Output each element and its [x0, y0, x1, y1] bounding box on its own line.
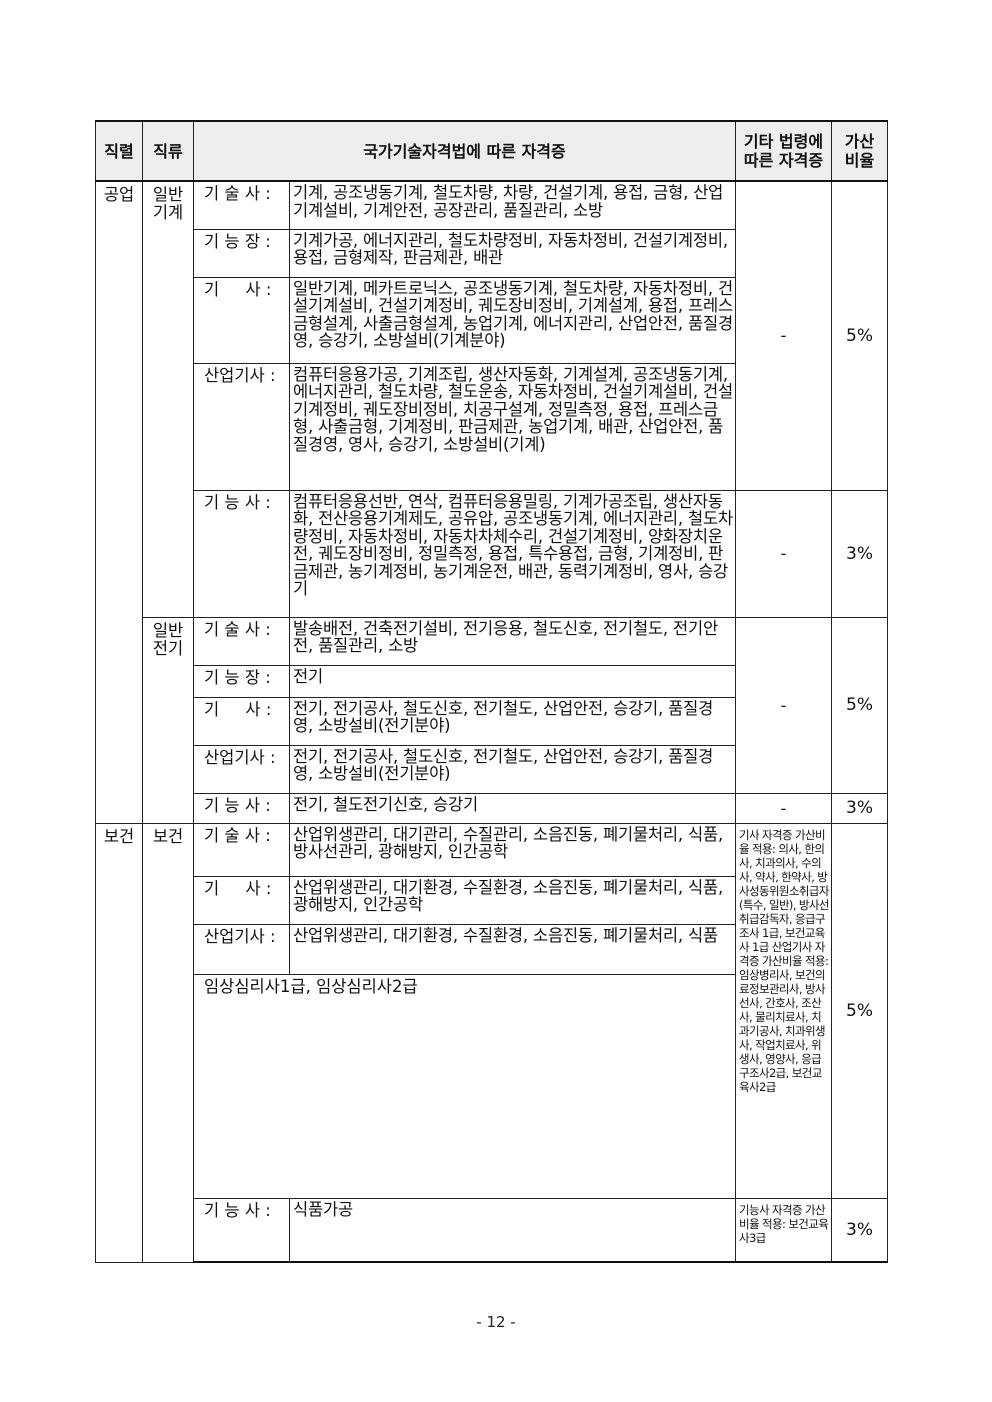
grade-label: 산업기사 : — [193, 362, 290, 491]
grade-label: 기 술 사 : — [193, 822, 290, 877]
cert-list: 산업위생관리, 대기환경, 수질환경, 소음진동, 폐기물처리, 식품 — [288, 923, 737, 975]
other-cert-cell: - — [735, 489, 833, 618]
position-industry: 공업 — [95, 180, 143, 824]
grade-label: 산업기사 : — [193, 923, 290, 975]
rate-cell: 3% — [831, 792, 889, 824]
table-row: 공업 일반 기계 기 술 사 : 기계, 공조냉동기계, 철도차량, 차량, 건… — [95, 180, 889, 824]
grade-label: 기 술 사 : — [193, 616, 290, 666]
table-row: 기 능 사 : 식품가공 기능사 자격증 가산비율 적용: 보건교육사3급 3% — [96, 1197, 889, 1263]
cert-list: 기계, 공조냉동기계, 철도차량, 차량, 건설기계, 용접, 금형, 산업기계… — [288, 180, 737, 230]
grade-label: 기 능 사 : — [193, 489, 290, 618]
other-cert-cell: - — [735, 616, 833, 794]
header-rate-line1: 가산 — [844, 132, 875, 151]
page-number: - 12 - — [476, 1313, 516, 1331]
header-national-cert: 국가기술자격법에 따른 자격증 — [192, 120, 737, 182]
header-position: 직렬 — [95, 120, 143, 182]
table-row: 기 능 장 : 기계가공, 에너지관리, 철도차량정비, 자동차정비, 건설기계… — [96, 228, 888, 278]
header-other-line1: 기타 법령에 — [743, 132, 824, 151]
table-row: 기 능 장 : 전기 — [96, 664, 888, 698]
other-cert-note: 기사 자격증 가산비율 적용: 의사, 한의사, 치과의사, 수의사, 약사, … — [735, 822, 833, 1199]
cert-list: 기계가공, 에너지관리, 철도차량정비, 자동차정비, 건설기계정비, 용접, … — [288, 228, 737, 278]
grade-label: 기 능 사 : — [193, 792, 290, 824]
psych-cert-list: 임상심리사1급, 임상심리사2급 — [192, 973, 737, 1199]
cert-list: 식품가공 — [288, 1197, 737, 1263]
grade-label: 기 사 : — [193, 875, 290, 925]
grade-label-text: 기 술 사 : — [204, 184, 271, 203]
table-row: 산업기사 : 전기, 전기공사, 철도신호, 전기철도, 산업안전, 승강기, … — [96, 744, 888, 794]
grade-label: 기 능 사 : — [193, 1197, 290, 1263]
header-other-line2: 따른 자격증 — [743, 151, 824, 170]
job-mechanical: 일반 기계 — [142, 180, 194, 618]
grade-label-text: 기 능 사 : — [204, 795, 271, 815]
table-row: 기 사 : 전기, 전기공사, 철도신호, 전기철도, 산업안전, 승강기, 품… — [96, 696, 888, 746]
grade-label: 기 술 사 : — [193, 180, 290, 230]
grade-label-text: 기 능 사 : — [204, 492, 271, 512]
grade-label-text: 기 능 사 : — [204, 1200, 271, 1220]
grade-label: 산업기사 : — [193, 744, 290, 794]
job-electrical: 일반 전기 — [142, 616, 194, 824]
grade-label-text: 기 사 : — [204, 699, 272, 719]
table-row: 기 능 사 : 전기, 철도전기신호, 승강기 - 3% — [96, 792, 889, 824]
cert-list: 전기, 전기공사, 철도신호, 전기철도, 산업안전, 승강기, 품질경영, 소… — [288, 696, 737, 746]
table-row: 일반 전기 기 술 사 : 발송배전, 건축전기설비, 전기응용, 철도신호, … — [96, 616, 889, 824]
grade-label-text: 산업기사 : — [204, 365, 276, 385]
grade-label-text: 기 사 : — [204, 279, 272, 299]
rate-cell: 3% — [831, 1197, 889, 1263]
grade-label: 기 사 : — [193, 276, 290, 364]
table-row: 보건 보건 기 술 사 : 산업위생관리, 대기관리, 수질관리, 소음진동, … — [95, 822, 889, 1263]
cert-list: 전기, 철도전기신호, 승강기 — [288, 792, 737, 824]
header-rate-line2: 비율 — [844, 151, 875, 170]
cert-list: 산업위생관리, 대기관리, 수질관리, 소음진동, 폐기물처리, 식품, 방사선… — [288, 822, 737, 877]
grade-label-text: 기 사 : — [204, 878, 272, 898]
table-row: 산업기사 : 컴퓨터응용가공, 기계조립, 생산자동화, 기계설계, 공조냉동기… — [96, 362, 888, 491]
cert-list: 산업위생관리, 대기환경, 수질환경, 소음진동, 폐기물처리, 식품, 광해방… — [288, 875, 737, 925]
cert-list: 일반기계, 메카트로닉스, 공조냉동기계, 철도차량, 자동차정비, 건설기계설… — [288, 276, 737, 364]
grade-label: 기 능 장 : — [193, 664, 290, 698]
table-row: 임상심리사1급, 임상심리사2급 — [96, 973, 888, 1199]
cert-list: 발송배전, 건축전기설비, 전기응용, 철도신호, 전기철도, 전기안전, 품질… — [288, 616, 737, 666]
grade-label: 기 능 장 : — [193, 228, 290, 278]
grade-label-text: 산업기사 : — [204, 926, 276, 946]
grade-label-text: 기 술 사 : — [204, 619, 271, 639]
job-health: 보건 — [142, 822, 194, 1263]
other-cert-note: 기능사 자격증 가산비율 적용: 보건교육사3급 — [735, 1197, 833, 1263]
cert-list: 전기, 전기공사, 철도신호, 전기철도, 산업안전, 승강기, 품질경영, 소… — [288, 744, 737, 794]
rate-cell: 3% — [831, 489, 889, 618]
cert-list: 컴퓨터응용가공, 기계조립, 생산자동화, 기계설계, 공조냉동기계, 에너지관… — [288, 362, 737, 491]
cert-list: 컴퓨터응용선반, 연삭, 컴퓨터응용밀링, 기계가공조립, 생산자동화, 전산응… — [288, 489, 737, 618]
rate-cell: 5% — [831, 180, 889, 491]
grade-label: 기 사 : — [193, 696, 290, 746]
grade-label-text: 기 능 장 : — [204, 667, 271, 687]
cert-list: 전기 — [288, 664, 737, 698]
rate-cell: 5% — [831, 822, 889, 1199]
rate-cell: 5% — [831, 616, 889, 794]
grade-label-text: 기 술 사 : — [204, 825, 271, 845]
table-row: 기 능 사 : 컴퓨터응용선반, 연삭, 컴퓨터응용밀링, 기계가공조립, 생산… — [96, 489, 889, 618]
other-cert-cell: - — [735, 792, 833, 824]
other-cert-cell: - — [735, 180, 833, 491]
grade-label-text: 산업기사 : — [204, 747, 276, 767]
position-health: 보건 — [95, 822, 143, 1263]
header-job: 직류 — [142, 120, 194, 182]
grade-label-text: 기 능 장 : — [204, 231, 271, 251]
table-row: 기 사 : 일반기계, 메카트로닉스, 공조냉동기계, 철도차량, 자동차정비,… — [96, 276, 888, 364]
